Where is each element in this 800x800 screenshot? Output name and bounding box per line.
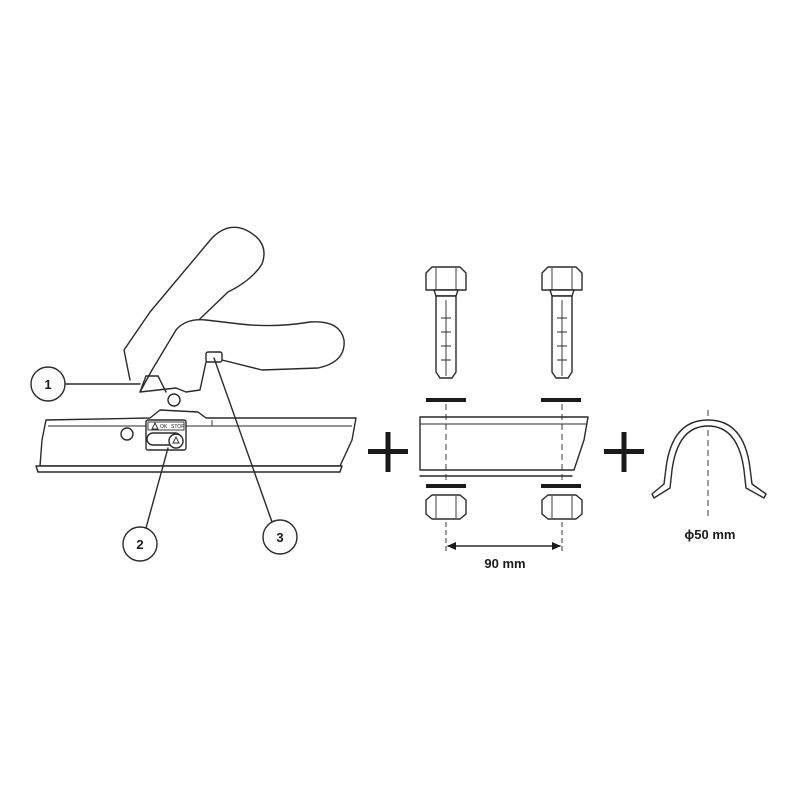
washer-bottom-left — [426, 484, 466, 488]
washer-bottom-right — [541, 484, 581, 488]
callout-3-circle — [262, 519, 298, 555]
bolt-spacing-label: 90 mm — [484, 556, 525, 571]
callout-2-circle — [122, 526, 158, 562]
callout-2-number: 2 — [136, 537, 143, 552]
callout-2-leader — [145, 447, 169, 529]
lever-lowered — [139, 319, 345, 393]
adapter-kit: 90 mm — [419, 266, 589, 571]
coupling-body — [39, 409, 357, 467]
indicator-knob — [168, 433, 184, 449]
base-plate — [35, 465, 343, 473]
lever-raised — [123, 226, 265, 381]
wear-indicator — [205, 351, 223, 363]
u-bracket-profile — [651, 419, 767, 499]
sticker-stop-label: STOP — [171, 424, 185, 430]
bolt-left — [425, 266, 467, 379]
plus-sign-2 — [604, 432, 644, 472]
lever-hinge — [139, 375, 167, 393]
washer-top-right — [541, 398, 581, 402]
nut-right — [541, 494, 583, 520]
nut-left — [425, 494, 467, 520]
body-bolt-hole — [120, 427, 134, 441]
callout-3-number: 3 — [276, 530, 283, 545]
coupling-head: OK STOP 1 2 3 — [30, 226, 357, 562]
dimension-arrow-left-icon — [447, 542, 456, 550]
callout-1-number: 1 — [44, 377, 51, 392]
adapter-plate — [419, 416, 589, 471]
warning-icon — [151, 421, 159, 430]
indicator-sticker: OK STOP — [145, 419, 187, 451]
u-bracket: ϕ50 mm — [651, 410, 767, 542]
bolt-right — [541, 266, 583, 379]
indicator-arrow-icon — [172, 435, 180, 444]
washer-top-left — [426, 398, 466, 402]
lever-pivot-hole — [167, 393, 181, 407]
callout-3-leader — [213, 357, 273, 523]
sticker-ok-label: OK — [160, 424, 168, 430]
tube-diameter-label: ϕ50 mm — [685, 527, 736, 542]
plus-sign-1 — [368, 432, 408, 472]
dimension-arrow-right-icon — [552, 542, 561, 550]
callout-1-circle — [30, 366, 66, 402]
